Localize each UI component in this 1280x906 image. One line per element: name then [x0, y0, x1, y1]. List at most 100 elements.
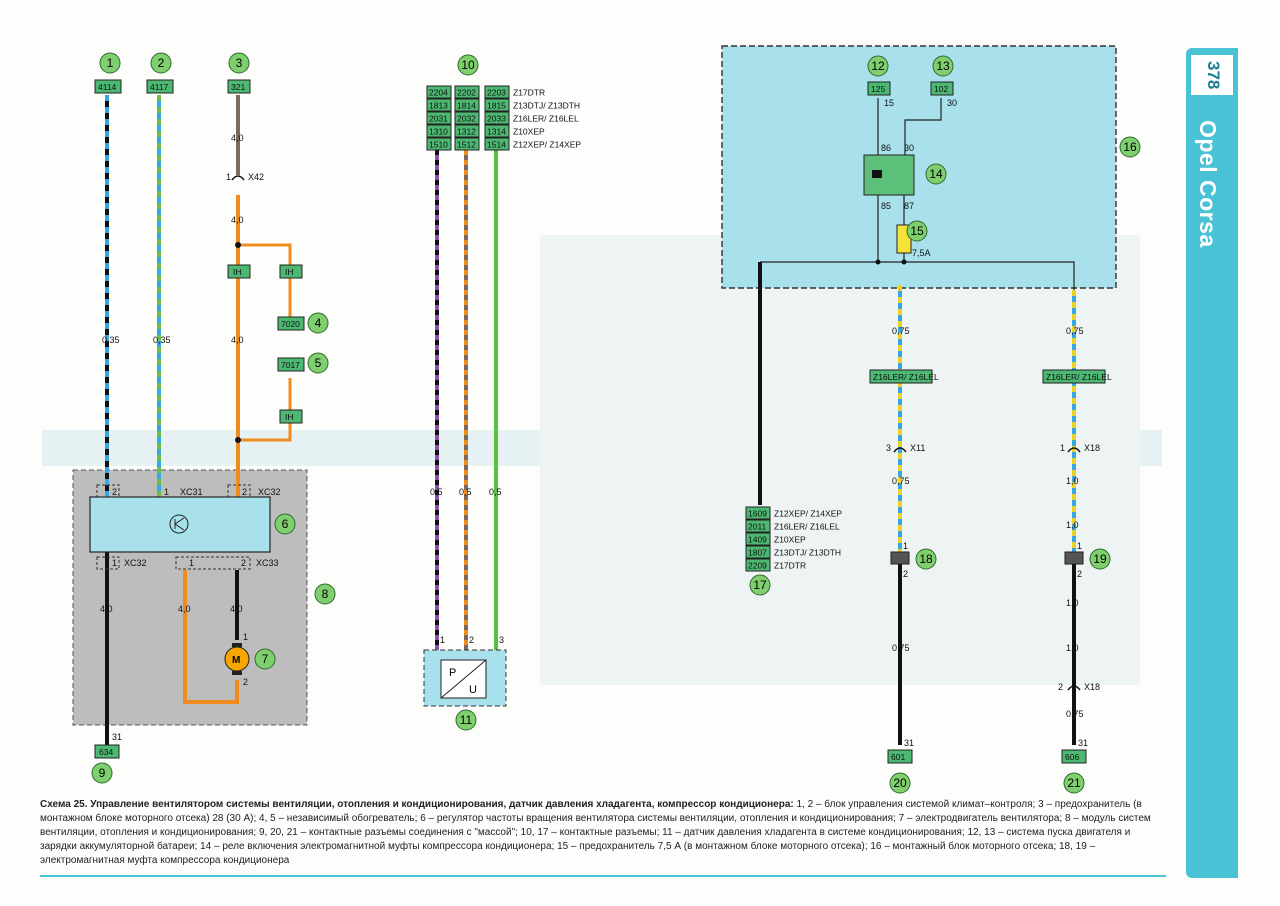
- svg-text:4117: 4117: [150, 82, 169, 92]
- conn17-cell: 1609: [745, 506, 771, 520]
- wire-gauge-s1: 0,5: [430, 487, 443, 497]
- svg-text:2: 2: [469, 635, 474, 645]
- svg-text:IH: IH: [285, 412, 294, 422]
- svg-text:2202: 2202: [457, 88, 476, 98]
- svg-text:2031: 2031: [429, 114, 448, 124]
- svg-text:1609: 1609: [748, 509, 767, 519]
- conn10-cell: 2204: [426, 85, 452, 99]
- svg-text:0,75: 0,75: [892, 476, 910, 486]
- svg-text:19: 19: [1093, 552, 1107, 566]
- wire-gauge-s3: 0,5: [489, 487, 502, 497]
- svg-text:1310: 1310: [429, 127, 448, 137]
- svg-text:7017: 7017: [281, 360, 300, 370]
- side-tab: [1186, 48, 1238, 878]
- conn10-cell: 1813: [426, 98, 452, 112]
- svg-text:10: 10: [461, 58, 475, 72]
- svg-text:1: 1: [226, 172, 231, 182]
- code-box-4: 7020: [277, 316, 305, 331]
- conn10-engine-label: Z13DTJ/ Z13DTH: [513, 101, 580, 111]
- connector-xc33-label: XC33: [256, 558, 279, 568]
- svg-text:6: 6: [282, 517, 289, 531]
- wire-gauge-s2: 0,5: [459, 487, 472, 497]
- fan-regulator-6: [89, 496, 271, 553]
- code-box-12: 125: [867, 81, 891, 96]
- callout-14: 14: [925, 163, 947, 185]
- svg-text:4114: 4114: [98, 82, 117, 92]
- conn17-engine-label: Z17DTR: [774, 561, 806, 571]
- svg-text:1: 1: [164, 487, 169, 497]
- svg-text:5: 5: [315, 356, 322, 370]
- svg-text:2: 2: [1058, 682, 1063, 692]
- svg-text:8: 8: [322, 587, 329, 601]
- engine-fuse-block-16: [721, 45, 1117, 289]
- sensor-u-label: U: [469, 684, 477, 696]
- svg-text:2: 2: [158, 56, 165, 70]
- conn10-engine-label: Z10XEP: [513, 127, 545, 137]
- svg-text:IH: IH: [285, 267, 294, 277]
- svg-text:7020: 7020: [281, 319, 300, 329]
- caption-rule: [40, 875, 1166, 877]
- svg-text:15: 15: [910, 224, 924, 238]
- conn10-engine-label: Z17DTR: [513, 88, 545, 98]
- svg-text:125: 125: [871, 84, 885, 94]
- svg-text:1512: 1512: [457, 140, 476, 150]
- svg-text:13: 13: [936, 59, 950, 73]
- svg-text:0,75: 0,75: [892, 326, 910, 336]
- sensor-p-label: P: [449, 667, 456, 679]
- conn10-cell: 1310: [426, 124, 452, 138]
- ih-box-1: IH: [227, 264, 251, 279]
- wire-heater-5: [238, 378, 292, 442]
- svg-text:606: 606: [1065, 752, 1079, 762]
- conn17-engine-label: Z10XEP: [774, 535, 806, 545]
- svg-text:1: 1: [243, 632, 248, 642]
- connector-x18-bottom-label: X18: [1084, 682, 1100, 692]
- code-box-21: 606: [1061, 749, 1087, 764]
- svg-text:321: 321: [231, 82, 245, 92]
- conn10-cell: 1814: [454, 98, 480, 112]
- motor-label: M: [232, 655, 240, 666]
- conn17-cell: 2011: [745, 519, 771, 533]
- conn17-engine-label: Z12XEP/ Z14XEP: [774, 509, 842, 519]
- callout-1: 1: [99, 52, 121, 74]
- svg-text:15: 15: [884, 98, 894, 108]
- caption-title: Схема 25. Управление вентилятором систем…: [40, 799, 794, 810]
- svg-text:1: 1: [189, 558, 194, 568]
- conn10-engine-label: Z12XEP/ Z14XEP: [513, 140, 581, 150]
- svg-text:0,75: 0,75: [892, 643, 910, 653]
- svg-text:2033: 2033: [487, 114, 506, 124]
- svg-text:12: 12: [871, 59, 885, 73]
- callout-2: 2: [150, 52, 172, 74]
- svg-text:7: 7: [262, 652, 269, 666]
- svg-text:1409: 1409: [748, 535, 767, 545]
- callout-18: 18: [915, 548, 937, 570]
- svg-text:85: 85: [881, 201, 891, 211]
- conn10-cell: 1314: [484, 124, 510, 138]
- svg-text:9: 9: [99, 766, 106, 780]
- connector-xc32-top-label: XC32: [258, 487, 281, 497]
- conn17-engine-label: Z16LER/ Z16LEL: [774, 522, 840, 532]
- callout-21: 21: [1063, 772, 1085, 794]
- callout-8: 8: [314, 583, 336, 605]
- svg-text:31: 31: [1078, 738, 1088, 748]
- wire-gauge-2: 0,35: [153, 335, 171, 345]
- svg-text:1312: 1312: [457, 127, 476, 137]
- svg-text:634: 634: [99, 747, 113, 757]
- code-box-2: 4117: [146, 79, 174, 94]
- svg-text:87: 87: [904, 201, 914, 211]
- callout-19: 19: [1089, 548, 1111, 570]
- code-box-3: 321: [227, 79, 251, 94]
- svg-text:1,0: 1,0: [1066, 643, 1079, 653]
- conn10-cell: 2202: [454, 85, 480, 99]
- svg-text:18: 18: [919, 552, 933, 566]
- conn17-engine-label: Z13DTJ/ Z13DTH: [774, 548, 841, 558]
- callout-12: 12: [867, 55, 889, 77]
- svg-text:3: 3: [236, 56, 243, 70]
- wire-gauge-ground: 4,0: [100, 604, 113, 614]
- svg-text:Z16LER/ Z16LEL: Z16LER/ Z16LEL: [873, 372, 939, 382]
- callout-13: 13: [932, 55, 954, 77]
- compressor-relay-14: [863, 154, 915, 196]
- wire-gauge-3b: 4,0: [231, 215, 244, 225]
